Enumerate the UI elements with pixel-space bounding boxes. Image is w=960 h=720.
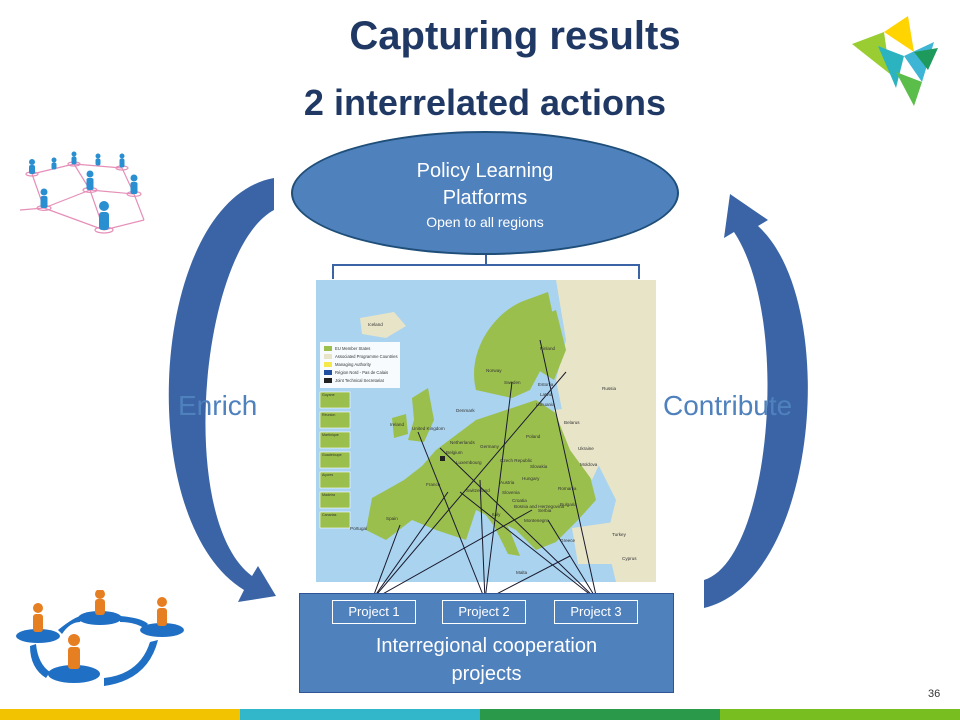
country-label: Montenegro	[524, 518, 549, 523]
program-logo	[852, 16, 938, 106]
enrich-arrow	[168, 178, 276, 602]
country-label: Malta	[516, 570, 528, 575]
contribute-arrow	[704, 194, 808, 608]
platform-note: Open to all regions	[426, 214, 544, 230]
country-label: Lithuania	[536, 402, 555, 407]
legend-text: EU Member States	[335, 346, 370, 351]
legend-text: Joint Technical Secretariat	[335, 378, 385, 383]
slide-subtitle: 2 interrelated actions	[303, 82, 667, 123]
country-label: Switzerland	[466, 488, 490, 493]
country-label: Netherlands	[450, 440, 475, 445]
europe-map: EU Member States Associated Programme Co…	[316, 280, 656, 582]
project-1-box: Project 1	[332, 600, 416, 624]
country-label: United Kingdom	[412, 426, 445, 431]
footer-segment-lime	[720, 709, 960, 720]
region-label: Guyane	[322, 393, 335, 397]
region-label: Guadeloupe	[322, 453, 342, 457]
legend-text: Associated Programme Countries	[335, 354, 398, 359]
region-label: Martinique	[322, 433, 339, 437]
country-label: Norway	[486, 368, 502, 373]
network-people-image	[19, 151, 145, 234]
country-label: Slovakia	[530, 464, 548, 469]
legend-text: Région Nord - Pas de Calais	[335, 370, 388, 375]
country-label: Russia	[602, 386, 616, 391]
country-label: Czech Republic	[500, 458, 533, 463]
contribute-label: Contribute	[663, 390, 793, 421]
country-label: Poland	[526, 434, 541, 439]
country-label: Moldova	[580, 462, 598, 467]
country-label: France	[426, 482, 441, 487]
country-label: Italy	[492, 512, 501, 517]
country-label: Turkey	[612, 532, 627, 537]
country-label: Serbia	[538, 508, 552, 513]
country-label: Ireland	[390, 422, 404, 427]
country-label: Slovenia	[502, 490, 520, 495]
country-label: Cyprus	[622, 556, 637, 561]
interregional-projects-box: Project 1 Project 2 Project 3 Interregio…	[299, 593, 674, 693]
country-label: Finland	[540, 346, 556, 351]
country-label: Luxembourg	[456, 460, 482, 465]
country-label: Denmark	[456, 408, 475, 413]
managing-authority-marker	[440, 456, 445, 461]
country-label: Ukraine	[578, 446, 594, 451]
country-label: Croatia	[512, 498, 527, 503]
projects-label-line1: Interregional cooperation	[375, 635, 598, 657]
country-label: Romania	[558, 486, 577, 491]
footer-segment-green	[480, 709, 720, 720]
country-label: Hungary	[522, 476, 540, 481]
country-label: Germany	[480, 444, 500, 449]
country-label: Iceland	[368, 322, 383, 327]
country-label: Sweden	[504, 380, 521, 385]
country-label: Bosnia and Herzegovina	[514, 504, 564, 509]
region-label: Madeira	[322, 493, 335, 497]
country-label: Spain	[386, 516, 398, 521]
slide-title: Capturing results	[349, 14, 681, 58]
projects-label-line2: projects	[451, 663, 522, 685]
enrich-label: Enrich	[178, 390, 258, 421]
country-label: Belgium	[446, 450, 463, 455]
project-3-box: Project 3	[554, 600, 638, 624]
footer-color-bar	[0, 709, 960, 720]
footer-segment-yellow	[0, 709, 240, 720]
country-label: Belarus	[564, 420, 580, 425]
region-label: Açores	[322, 473, 333, 477]
region-label: Réunion	[322, 413, 335, 417]
country-label: Bulgaria	[560, 502, 577, 507]
page-number: 36	[928, 688, 941, 700]
legend-text: Managing Authority	[335, 362, 372, 367]
country-label: Austria	[500, 480, 515, 485]
platform-title-line2: Platforms	[442, 187, 528, 209]
cooperation-people-image	[16, 590, 184, 686]
country-label: Greece	[560, 538, 576, 543]
region-label: Canarias	[322, 513, 337, 517]
footer-segment-cyan	[240, 709, 480, 720]
platform-title-line1: Policy Learning	[416, 160, 554, 182]
project-2-box: Project 2	[442, 600, 526, 624]
country-label: Estonia	[538, 382, 554, 387]
platform-bracket	[332, 255, 640, 279]
country-label: Portugal	[350, 526, 367, 531]
